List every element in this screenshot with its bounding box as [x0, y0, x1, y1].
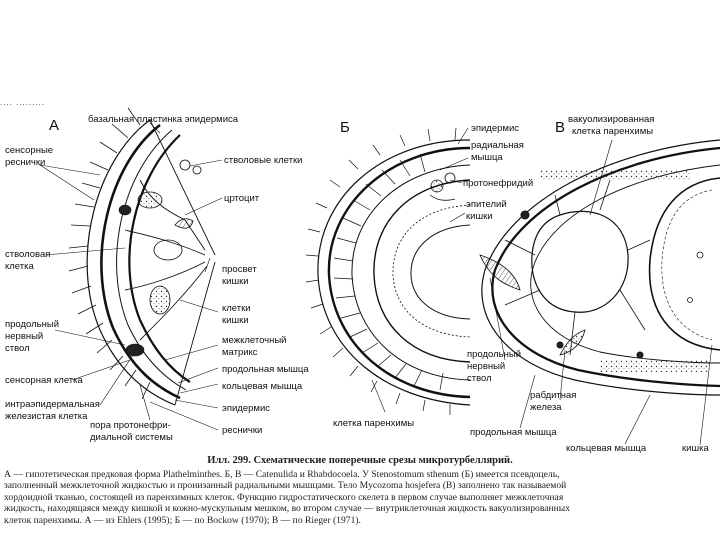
label-long-nerve-2: нервный — [5, 331, 43, 342]
label-intraepid-gland-2: железистая клетка — [5, 411, 88, 422]
panel-c-leaders — [489, 139, 713, 446]
panel-b-drawing — [305, 127, 471, 415]
caption-line-5: клеток паренхимы. А — из Ehlers (1995); … — [4, 514, 361, 526]
label-protoneph-pore-2: диальной системы — [90, 432, 173, 443]
label-parenchyma-cell: клетка паренхимы — [333, 418, 414, 429]
panel-c-letter: В — [555, 119, 565, 136]
label-stem-cell-1: стволовая — [5, 249, 50, 260]
panel-b-leaders — [371, 127, 469, 413]
label-protoneph-pore-1: пора протонефри- — [90, 420, 171, 431]
label-gut-lumen-1: просвет — [222, 264, 257, 275]
panel-a-letter: А — [49, 117, 59, 134]
label-intercell-matrix-2: матрикс — [222, 347, 258, 358]
label-gut-cells-1: клетки — [222, 303, 251, 314]
caption-line-4: жидкость, находящаяся между кишкой и кож… — [4, 503, 571, 515]
label-gut-c: кишка — [682, 443, 709, 454]
label-ring-muscle-c: кольцевая мышца — [566, 443, 647, 454]
label-intercell-matrix-1: межклеточный — [222, 335, 287, 346]
label-long-nerve-3: ствол — [5, 343, 30, 354]
label-sensory-cilia-2: реснички — [5, 157, 45, 168]
caption-title: Илл. 299. Схематические поперечные срезы… — [207, 455, 513, 466]
panel-b-letter: Б — [340, 119, 350, 136]
label-cyrtocyte: цртоцит — [224, 193, 260, 204]
caption-line-2: заполненный межклеточной жидкостью и про… — [4, 480, 567, 492]
label-ring-muscle-a: кольцевая мышца — [222, 381, 303, 392]
label-rhabdite-gland-2: железа — [530, 402, 562, 413]
label-long-muscle-c: продольная мышца — [470, 427, 557, 438]
label-long-nerve-c-2: нервный — [467, 361, 505, 372]
label-stem-cell-2: клетка — [5, 261, 34, 272]
label-intraepid-gland-1: интраэпидермальная — [5, 399, 100, 410]
label-cilia-a: реснички — [222, 425, 262, 436]
label-rhabdite-gland-1: рабдитная — [530, 390, 576, 401]
label-stem-cells: стволовые клетки — [224, 155, 302, 166]
label-epidermis-b: эпидермис — [471, 123, 519, 134]
label-sensory-cilia-1: сенсорные — [5, 145, 53, 156]
label-sensory-cell: сенсорная клетка — [5, 375, 84, 386]
label-epidermis-a: эпидермис — [222, 403, 270, 414]
panel-c-drawing — [479, 139, 720, 396]
label-gut-lumen-2: кишки — [222, 276, 249, 287]
header-fragment: .... ......... — [0, 98, 46, 107]
label-vacuolized-1: вакуолизированная — [568, 114, 654, 125]
label-long-nerve-c-3: ствол — [467, 373, 492, 384]
figure-caption: Илл. 299. Схематические поперечные срезы… — [4, 455, 716, 527]
label-protonephridium: протонефридий — [463, 178, 533, 189]
label-radial-muscle-2: мышца — [471, 152, 503, 163]
label-long-nerve-c-1: продольный — [467, 349, 521, 360]
caption-line-1: А — гипотетическая предковая форма Plath… — [4, 468, 560, 480]
label-vacuolized-2: клетка паренхимы — [572, 126, 653, 137]
label-gut-cells-2: кишки — [222, 315, 249, 326]
panel-a-drawing — [68, 107, 216, 406]
caption-line-3: хордоидной тканью, состоящей из паренхим… — [4, 491, 564, 503]
panel-a-leaders — [39, 122, 223, 431]
label-radial-muscle-1: радиальная — [471, 140, 524, 151]
label-gut-epithelium-2: кишки — [466, 211, 493, 222]
label-basal-plate: базальная пластинка эпидермиса — [88, 114, 239, 125]
label-long-nerve-1: продольный — [5, 319, 59, 330]
label-long-muscle-a: продольная мышца — [222, 364, 309, 375]
label-gut-epithelium-1: эпителий — [466, 199, 507, 210]
